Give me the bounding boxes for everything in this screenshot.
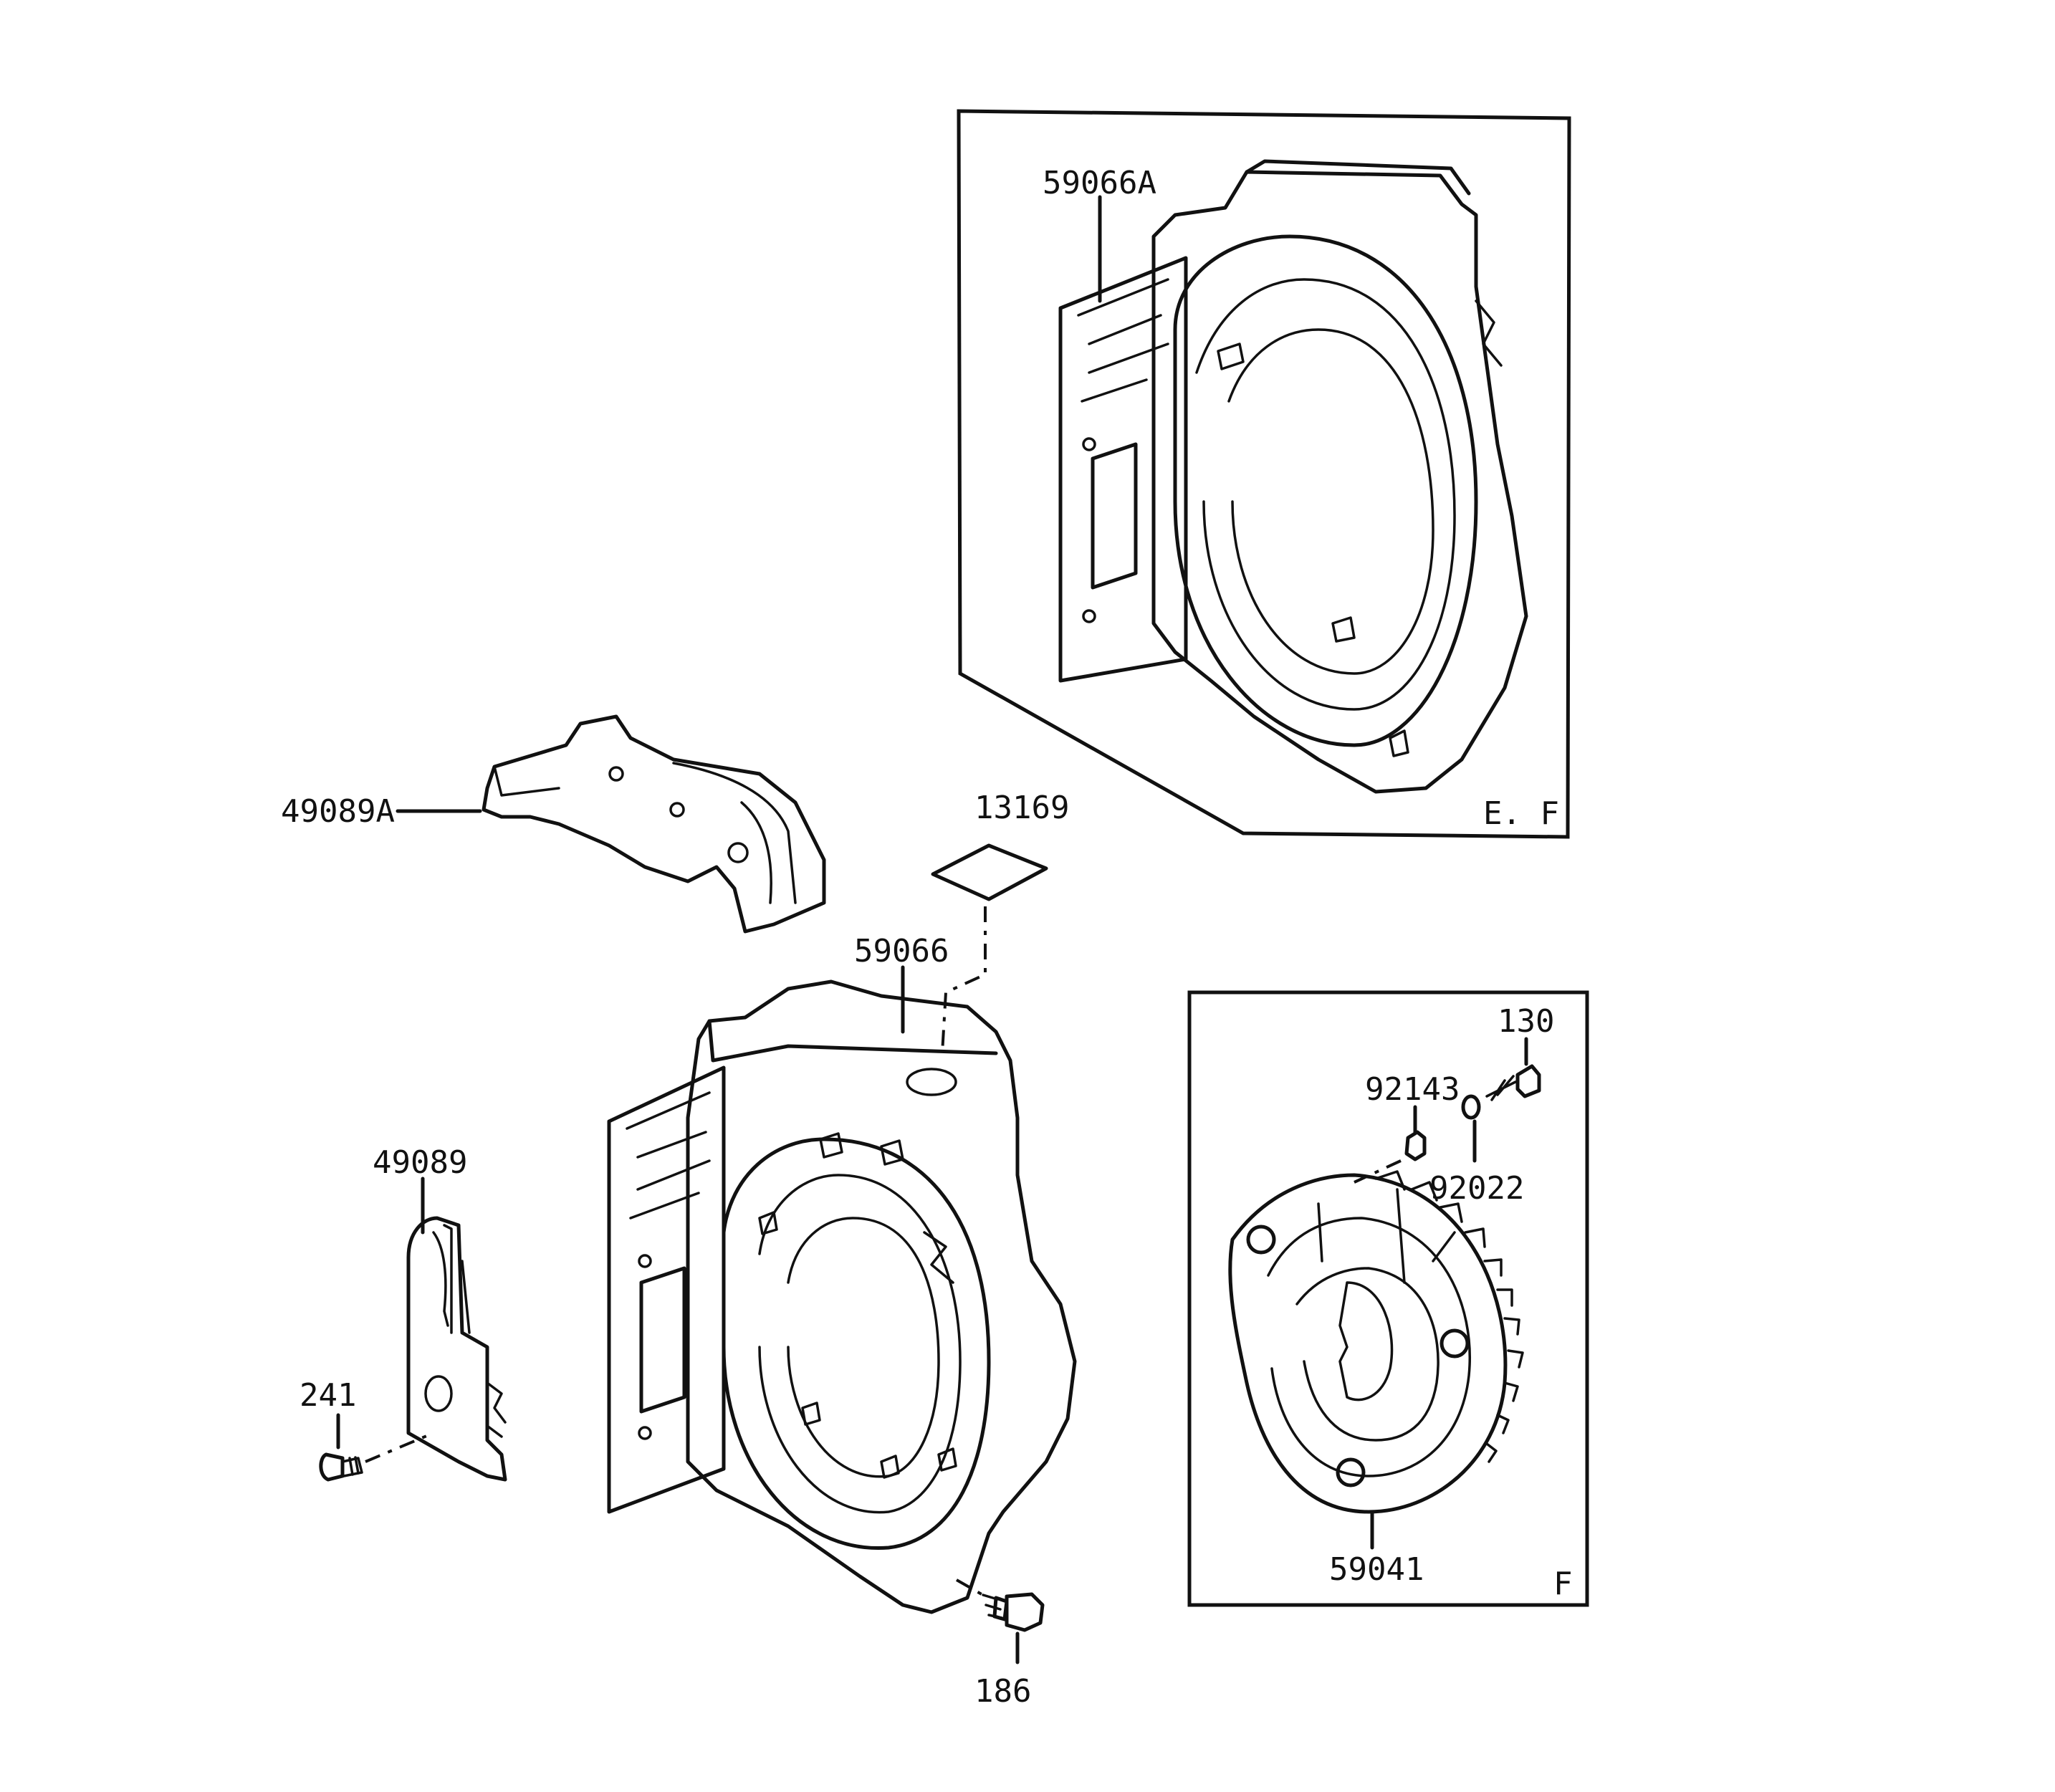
pin-92143 <box>1404 1130 1427 1161</box>
bolt-186 <box>982 1592 1045 1632</box>
leader-241-to-shield <box>365 1432 434 1463</box>
label-130: 130 <box>1498 1003 1554 1040</box>
fan-guard-59041 <box>1228 1170 1524 1514</box>
inset-f-frame <box>1187 990 1589 1607</box>
label-241: 241 <box>300 1377 356 1414</box>
leader-92143 <box>1354 1159 1402 1184</box>
label-59041: 59041 <box>1329 1551 1424 1588</box>
label-sticker-13169 <box>931 843 1048 901</box>
label-49089a: 49089A <box>281 793 395 830</box>
inset-f-tag: F <box>1553 1566 1573 1602</box>
label-49089: 49089 <box>373 1144 467 1181</box>
label-59066a: 59066A <box>1043 165 1156 201</box>
washer-92022 <box>1461 1094 1481 1120</box>
leader-186 <box>956 1578 982 1596</box>
fan-shroud-59066a <box>1058 159 1528 794</box>
label-59066: 59066 <box>854 933 949 969</box>
label-92022: 92022 <box>1429 1170 1524 1207</box>
leader-13169 <box>941 906 987 1054</box>
fan-shroud-59066 <box>607 979 1077 1614</box>
inset-f: F 59041 92143 92022 <box>1187 990 1589 1607</box>
inset-ef: E. F 59066A <box>957 109 1571 839</box>
label-92143: 92143 <box>1365 1071 1460 1108</box>
screw-241 <box>319 1452 363 1482</box>
inset-ef-frame <box>957 109 1571 839</box>
side-shield-49089 <box>406 1216 507 1482</box>
bolt-130 <box>1485 1064 1541 1101</box>
label-186: 186 <box>974 1673 1031 1710</box>
label-13169: 13169 <box>974 790 1069 826</box>
inset-ef-tag: E. F <box>1483 795 1559 832</box>
cover-plate-49089a <box>482 714 826 934</box>
